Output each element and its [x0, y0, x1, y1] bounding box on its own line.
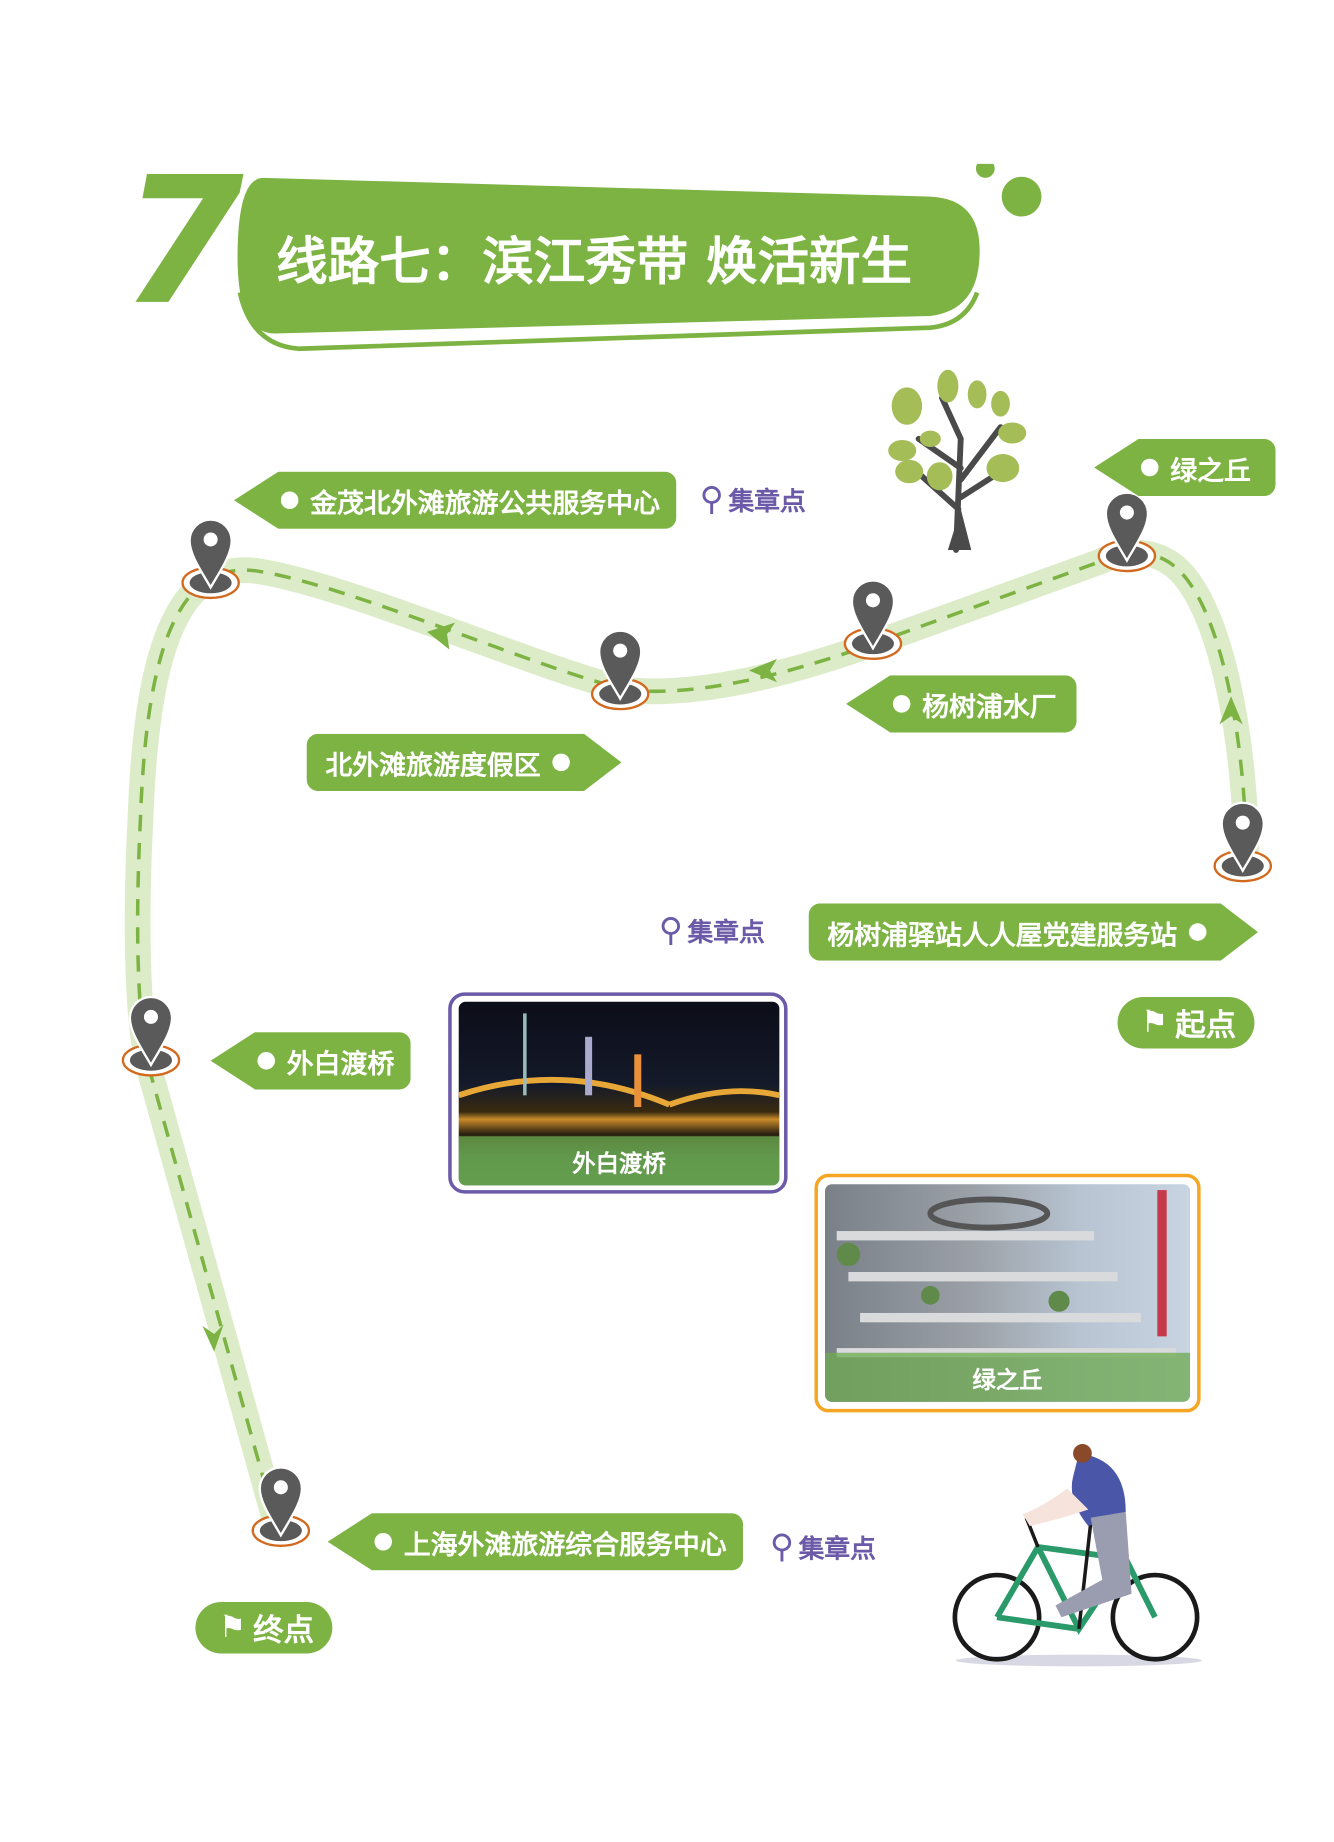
route-number: 7: [121, 140, 244, 345]
stop-label: 杨树浦水厂: [922, 692, 1057, 723]
flag-icon: ⚑: [218, 1610, 247, 1646]
stamp-point: ⚲集章点: [659, 910, 765, 949]
map-pin-icon[interactable]: [843, 579, 903, 660]
photo-waibaidu-bridge[interactable]: 外白渡桥: [458, 1001, 780, 1186]
stamp-icon: ⚲: [769, 1527, 794, 1566]
stop-dot: [280, 491, 299, 510]
photo-caption: 绿之丘: [824, 1352, 1191, 1402]
stop-dot: [552, 754, 570, 772]
map-pin-icon[interactable]: [1213, 801, 1273, 883]
start-badge: ⚑起点: [1117, 997, 1255, 1049]
end-label: 终点: [253, 1613, 314, 1649]
stop-yangshupu-water-plant[interactable]: 杨树浦水厂: [846, 675, 1077, 733]
stop-dot: [1189, 923, 1207, 941]
map-pin-icon[interactable]: [1097, 491, 1157, 573]
map-pin-icon[interactable]: [590, 629, 650, 711]
stop-label: 上海外滩旅游综合服务中心: [403, 1530, 727, 1561]
stop-north-bund-resort[interactable]: 北外滩旅游度假区: [307, 734, 622, 791]
title-banner: [237, 163, 1042, 352]
stop-lvzhiqiu[interactable]: 绿之丘: [1094, 438, 1276, 497]
stamp-point: ⚲集章点: [700, 480, 806, 519]
stop-dot: [1140, 458, 1159, 477]
photo-frame-hill: [814, 1173, 1201, 1413]
stamp-label: 集章点: [798, 1534, 876, 1564]
stop-label: 北外滩旅游度假区: [325, 750, 541, 782]
map-pin-icon[interactable]: [181, 518, 240, 600]
map-pin-icon[interactable]: [121, 995, 181, 1077]
stop-dot: [374, 1532, 393, 1551]
stamp-icon: ⚲: [658, 910, 683, 950]
stop-label: 杨树浦驿站人人屋党建服务站: [827, 920, 1178, 951]
direction-arrows: [202, 622, 1243, 1352]
cyclist-illustration: [952, 1444, 1202, 1667]
start-label: 起点: [1175, 1008, 1237, 1044]
stop-bund-service-center[interactable]: 上海外滩旅游综合服务中心: [327, 1513, 744, 1571]
stop-dot: [257, 1052, 275, 1070]
stamp-label: 集章点: [728, 487, 806, 517]
page-title: 线路七：滨江秀带 焕活新生: [276, 232, 912, 293]
stamp-icon: ⚲: [699, 479, 724, 519]
stop-waibaidu-bridge[interactable]: 外白渡桥: [210, 1032, 411, 1090]
stop-label: 外白渡桥: [286, 1049, 395, 1080]
stop-dot: [892, 695, 911, 713]
photo-caption: 外白渡桥: [458, 1136, 780, 1186]
photo-lvzhiqiu[interactable]: 绿之丘: [824, 1184, 1191, 1402]
map-pin-icon[interactable]: [251, 1466, 311, 1548]
bridge-illustration: [458, 1013, 780, 1108]
flag-icon: ⚑: [1140, 1005, 1169, 1041]
stop-yangshupu-station[interactable]: 杨树浦驿站人人屋党建服务站: [809, 903, 1258, 960]
tree-illustration: [888, 369, 1027, 553]
stamp-label: 集章点: [687, 918, 765, 948]
end-badge: ⚑终点: [195, 1602, 333, 1654]
stamp-point: ⚲集章点: [770, 1527, 876, 1566]
photo-frame-bridge: [448, 992, 788, 1194]
stop-label: 金茂北外滩旅游公共服务中心: [310, 488, 660, 519]
stop-label: 绿之丘: [1170, 455, 1251, 487]
stop-jinmao-center[interactable]: 金茂北外滩旅游公共服务中心: [234, 471, 677, 529]
